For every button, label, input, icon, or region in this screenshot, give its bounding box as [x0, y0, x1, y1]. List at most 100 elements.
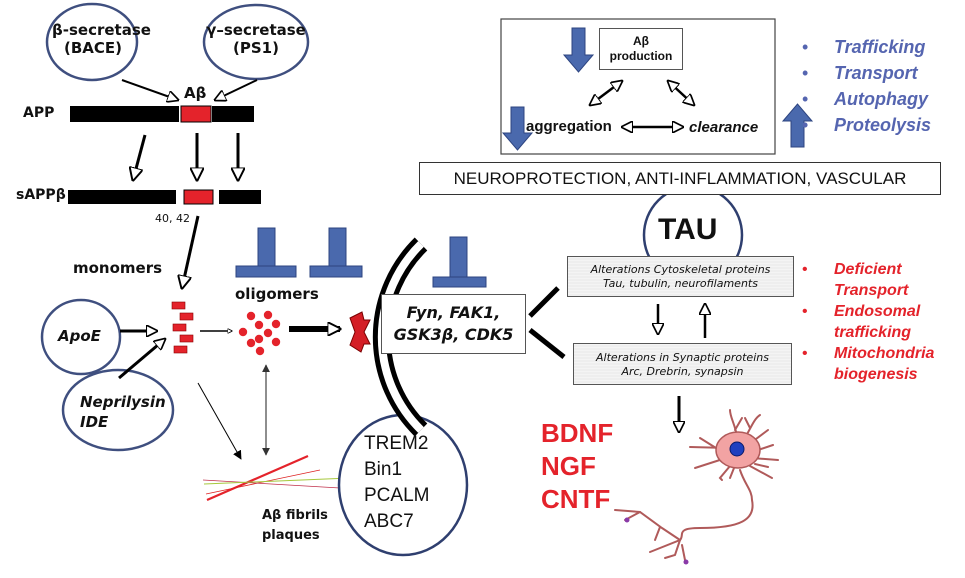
deficit-line1: Mitochondria	[834, 345, 935, 362]
cytoskeletal-text: Alterations Cytoskeletal proteins Tau, t…	[568, 257, 793, 291]
fibril-strand	[202, 479, 341, 489]
beta-secretase-label: β-secretase (BACE)	[52, 21, 151, 57]
inhibitor-1	[235, 227, 297, 278]
clearance-up-arrow-icon	[781, 103, 814, 148]
risk-gene: PCALM	[364, 485, 430, 506]
monomer	[179, 312, 194, 321]
production-down-arrow-icon	[562, 27, 595, 73]
abeta-label: Aβ	[184, 84, 207, 102]
sappb-bar-right	[219, 190, 261, 204]
deficit-item: • Endosomal trafficking	[800, 301, 934, 343]
process-item: • Transport	[800, 60, 931, 86]
process-label: Proteolysis	[834, 115, 932, 135]
fibril-strand	[203, 477, 351, 485]
axon-terminal	[683, 559, 689, 565]
receptor-icon	[349, 311, 371, 353]
app-abeta-segment	[180, 105, 212, 123]
monomers-label: monomers	[73, 259, 163, 277]
oligomers-group	[238, 310, 281, 356]
gamma-secretase-name: γ–secretase	[206, 21, 306, 39]
oligomer	[263, 328, 273, 338]
oligomer	[238, 327, 248, 337]
abeta-to-monomers-arrow	[182, 215, 200, 288]
process-label: Transport	[834, 63, 918, 83]
monomers-group	[171, 301, 194, 354]
synaptic-box: Alterations in Synaptic proteins Arc, Dr…	[573, 343, 792, 385]
gamma-secretase-ellipse	[202, 3, 310, 81]
kinases-line1: Fyn, FAK1,	[406, 303, 501, 322]
upregulated-processes-list: • Trafficking • Transport • Autophagy • Prot…	[800, 34, 931, 138]
cleavage-sites-label: 40, 42	[155, 212, 190, 225]
oligomer	[254, 320, 264, 330]
monomer	[179, 334, 194, 343]
process-label: Autophagy	[834, 89, 928, 109]
risk-gene: ABC7	[364, 511, 414, 532]
oligomer	[246, 311, 256, 321]
sappb-bar-left	[68, 190, 176, 204]
inhibitor-2	[309, 227, 363, 278]
app-cleavage-arrow-left	[133, 134, 147, 180]
fibrils-label: Aβ fibrils plaques	[262, 506, 328, 545]
cytoskeletal-line1: Alterations Cytoskeletal proteins	[590, 263, 771, 276]
bullet-icon: •	[802, 345, 808, 362]
kinases-box: Fyn, FAK1, GSK3β, CDK5	[381, 294, 526, 354]
sappb-abeta-segment	[183, 189, 214, 205]
bullet-icon: •	[802, 303, 808, 320]
synaptic-line2: Arc, Drebrin, synapsin	[621, 365, 744, 378]
neuroprotection-banner: NEUROPROTECTION, ANTI-INFLAMMATION, VASC…	[419, 162, 941, 195]
neprilysin-ellipse	[61, 368, 175, 452]
gamma-secretase-label: γ–secretase (PS1)	[206, 21, 306, 57]
beta-secretase-abbrev: (BACE)	[63, 39, 122, 57]
bullet-icon: •	[802, 115, 809, 135]
abeta-production-line2: production	[609, 49, 673, 63]
production-aggregation-arrow	[590, 81, 622, 105]
risk-genes-list: TREM2 Bin1 PCALM ABC7	[364, 431, 429, 535]
bullet-icon: •	[802, 63, 809, 83]
deficit-line2: trafficking	[834, 324, 912, 341]
oligomer	[271, 319, 281, 329]
neprilysin-label: Neprilysin IDE	[80, 393, 166, 432]
oligomer	[255, 346, 265, 356]
deficit-line2: Transport	[834, 282, 909, 299]
monomer	[171, 301, 186, 310]
abeta-production-line1: Aβ	[633, 34, 649, 48]
oligomer	[246, 338, 256, 348]
axon-terminal	[624, 517, 630, 523]
neuroprotection-text: NEUROPROTECTION, ANTI-INFLAMMATION, VASC…	[453, 169, 907, 188]
kinases-line2: GSK3β, CDK5	[393, 325, 514, 344]
app-label: APP	[23, 105, 55, 121]
neuron-nucleus	[729, 441, 745, 457]
deficit-line1: Deficient	[834, 261, 902, 278]
oligomer	[271, 337, 281, 347]
ide-name: IDE	[80, 412, 109, 431]
process-item: • Proteolysis	[800, 112, 931, 138]
synaptic-text: Alterations in Synaptic proteins Arc, Dr…	[574, 344, 791, 379]
monomer	[173, 345, 188, 354]
process-item: • Trafficking	[800, 34, 931, 60]
neurotrophic-factor: CNTF	[541, 484, 611, 514]
gamma-secretase-abbrev: (PS1)	[233, 39, 279, 57]
clearance-label: clearance	[689, 119, 759, 136]
cytoskeletal-line2: Tau, tubulin, neurofilaments	[603, 277, 758, 290]
app-bar-right	[212, 106, 254, 122]
kinase-to-cytoskeletal-line	[528, 286, 560, 318]
fibrils-graphic	[202, 454, 351, 502]
abeta-production-box: Aβ production	[599, 28, 683, 70]
synaptic-line1: Alterations in Synaptic proteins	[596, 351, 769, 364]
inhibitor-3	[432, 236, 487, 288]
plaques-name: plaques	[262, 527, 320, 543]
aggregation-down-arrow-icon	[501, 106, 534, 151]
kinases-text: Fyn, FAK1, GSK3β, CDK5	[382, 295, 525, 346]
process-label: Trafficking	[834, 37, 926, 57]
oligomers-label: oligomers	[235, 285, 319, 303]
bullet-icon: •	[802, 261, 808, 278]
beta-secretase-ellipse	[45, 2, 139, 82]
neuron-illustration	[614, 409, 779, 561]
sappb-label: sAPPβ	[16, 187, 66, 203]
deficit-line1: Endosomal	[834, 303, 921, 320]
neurotrophic-factor: NGF	[541, 451, 596, 481]
bullet-icon: •	[802, 37, 809, 57]
